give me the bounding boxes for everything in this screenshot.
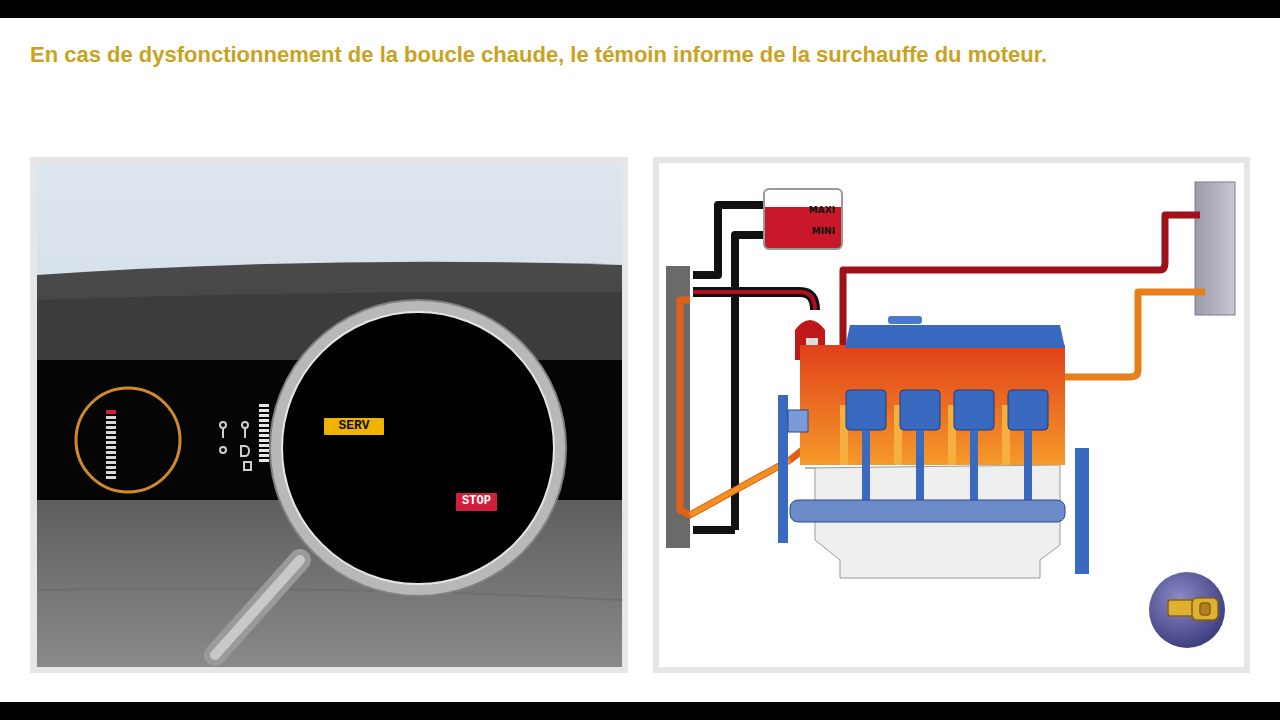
- level-mark: MAXI: [809, 206, 835, 216]
- expansion-tank: MAXI MINI: [763, 188, 843, 250]
- warning-text: STOP: [462, 495, 491, 508]
- service-warning-light: SERV: [324, 418, 384, 435]
- stop-warning-light: STOP: [456, 493, 497, 511]
- warning-text: SERV: [338, 419, 369, 433]
- slide-title: En cas de dysfonctionnement de la boucle…: [30, 38, 1230, 71]
- level-mark: MINI: [812, 227, 835, 237]
